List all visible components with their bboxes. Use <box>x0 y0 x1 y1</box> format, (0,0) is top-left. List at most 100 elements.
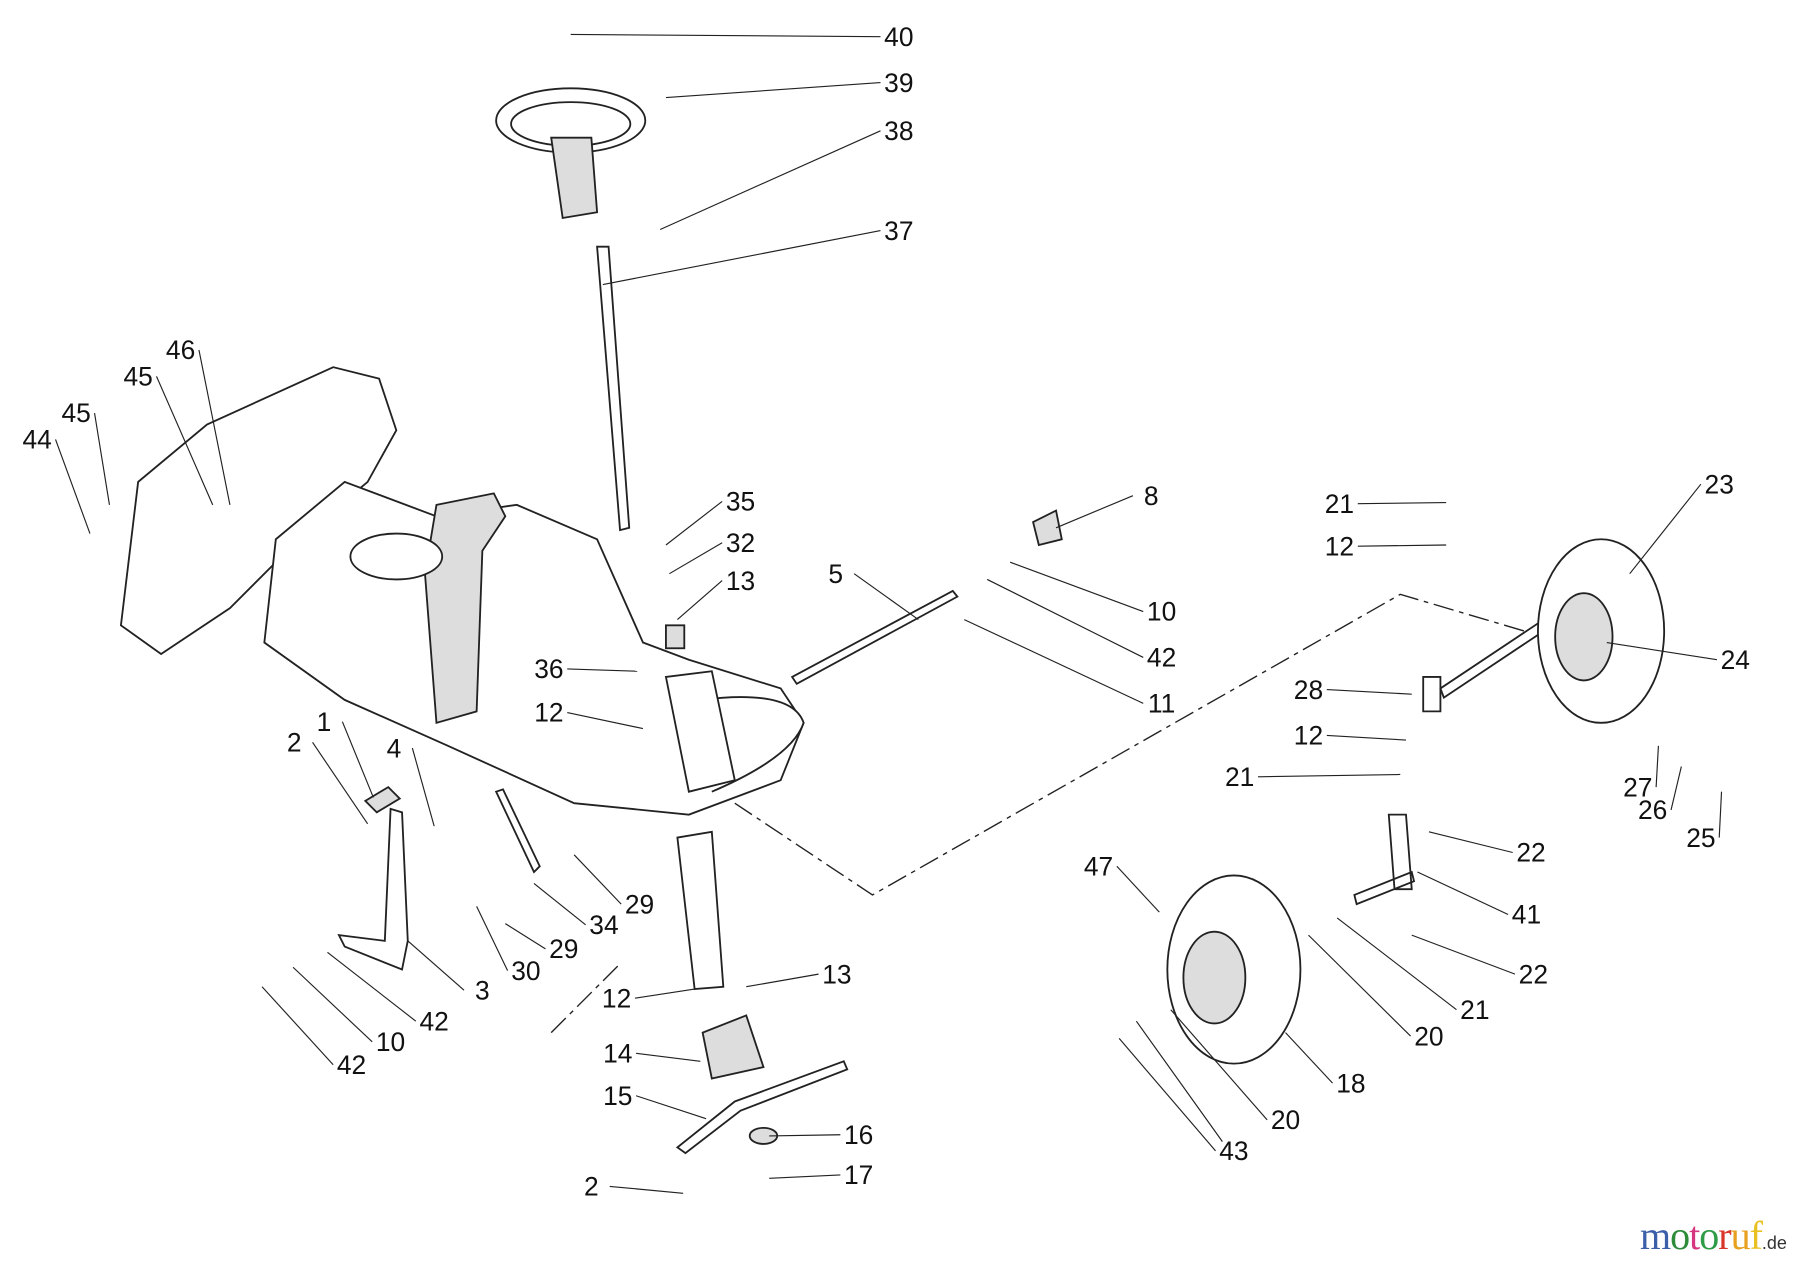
callout-label-12: 12 <box>602 983 631 1013</box>
callout-label-10: 10 <box>376 1027 405 1057</box>
callout-label-2: 2 <box>287 728 302 758</box>
frame-tunnel <box>424 492 507 725</box>
seat-panel <box>119 366 398 656</box>
leader-line <box>1326 734 1407 741</box>
assembly-dashed-line <box>734 593 1544 896</box>
steering-shaft <box>596 245 631 532</box>
leader-line <box>1655 745 1659 788</box>
callout-label-40: 40 <box>884 22 913 52</box>
callout-label-2: 2 <box>584 1172 599 1202</box>
spindle-28 <box>1422 676 1442 713</box>
callout-label-30: 30 <box>511 956 540 986</box>
callout-label-43: 43 <box>1219 1136 1248 1166</box>
callout-label-4: 4 <box>387 733 402 763</box>
brake-rod-34 <box>494 788 541 874</box>
bushing <box>665 624 686 650</box>
callout-label-42: 42 <box>1147 643 1176 673</box>
logo-suffix: .de <box>1761 1233 1787 1253</box>
pedal-pad <box>363 785 402 814</box>
callout-label-45: 45 <box>123 362 152 392</box>
leader-line <box>327 951 417 1022</box>
callout-label-25: 25 <box>1686 823 1715 853</box>
brake-pedal <box>337 807 409 971</box>
callout-label-44: 44 <box>22 425 51 455</box>
leader-line <box>665 82 881 99</box>
callout-label-16: 16 <box>844 1120 873 1150</box>
logo-letter: t <box>1689 1213 1700 1258</box>
leader-line <box>93 412 111 505</box>
logo-letter: f <box>1749 1213 1763 1258</box>
front-wheel-18 <box>1166 874 1302 1065</box>
leader-line <box>476 906 509 971</box>
callout-label-42: 42 <box>419 1006 448 1036</box>
leader-line <box>1417 871 1509 915</box>
pivot-bracket-8 <box>1032 509 1063 547</box>
callout-label-24: 24 <box>1721 645 1750 675</box>
leader-line <box>746 973 819 988</box>
callout-label-21: 21 <box>1225 762 1254 792</box>
tie-rod <box>675 1060 849 1155</box>
leader-line <box>659 130 881 230</box>
logo-letter: m <box>1640 1213 1671 1258</box>
callout-label-10: 10 <box>1147 597 1176 627</box>
callout-label-20: 20 <box>1271 1105 1300 1135</box>
leader-line <box>1055 495 1134 529</box>
callout-label-12: 12 <box>1294 721 1323 751</box>
frame-opening <box>349 532 444 581</box>
callout-label-29: 29 <box>625 889 654 919</box>
callout-label-8: 8 <box>1144 481 1159 511</box>
line-art <box>119 87 1666 1155</box>
leader-line <box>1285 1032 1333 1084</box>
leader-line <box>292 966 373 1043</box>
leader-line <box>533 883 586 926</box>
rear-wheel-23 <box>1537 538 1666 724</box>
leader-line <box>407 940 465 991</box>
callout-label-45: 45 <box>62 398 91 428</box>
leader-line <box>567 668 638 672</box>
leader-line <box>155 376 214 506</box>
callout-label-15: 15 <box>603 1081 632 1111</box>
callout-label-20: 20 <box>1414 1021 1443 1051</box>
leader-line <box>634 988 695 999</box>
callout-label-1: 1 <box>317 707 332 737</box>
callout-label-21: 21 <box>1460 995 1489 1025</box>
leader-line <box>261 986 334 1066</box>
leader-line <box>54 439 91 534</box>
callout-label-38: 38 <box>884 116 913 146</box>
leader-line <box>504 923 546 950</box>
callout-label-28: 28 <box>1294 675 1323 705</box>
leader-line <box>769 1174 841 1179</box>
spindle-41 <box>1353 813 1416 906</box>
leader-line <box>853 573 919 621</box>
lower-shaft <box>676 830 725 991</box>
leader-line <box>1718 791 1723 838</box>
leader-line <box>573 854 622 905</box>
leader-line <box>669 542 723 575</box>
leader-line <box>341 721 374 798</box>
callout-label-27: 27 <box>1623 772 1652 802</box>
sector-gear <box>701 1014 765 1080</box>
leader-line <box>567 711 644 730</box>
callout-label-12: 12 <box>1325 531 1354 561</box>
callout-label-5: 5 <box>828 559 843 589</box>
callout-label-17: 17 <box>844 1160 873 1190</box>
callout-labels: 4039383746454544353213851042113612211223… <box>22 22 1749 1202</box>
callout-label-34: 34 <box>589 910 618 940</box>
assembly-dashed-line <box>550 963 621 1034</box>
leader-line <box>1118 1038 1216 1152</box>
leader-line <box>1257 773 1401 778</box>
callout-label-47: 47 <box>1084 851 1113 881</box>
leader-line <box>1428 831 1513 854</box>
leader-line <box>1009 561 1144 613</box>
leader-line <box>602 230 881 286</box>
leader-line <box>1116 865 1160 913</box>
leader-line <box>1336 917 1457 1011</box>
steering-column <box>664 670 736 793</box>
leader-line <box>1629 483 1702 575</box>
leader-line <box>635 1095 707 1120</box>
callout-label-14: 14 <box>603 1038 632 1068</box>
logo-letter: o <box>1699 1213 1719 1258</box>
callout-label-13: 13 <box>726 566 755 596</box>
leader-line <box>1357 501 1447 505</box>
